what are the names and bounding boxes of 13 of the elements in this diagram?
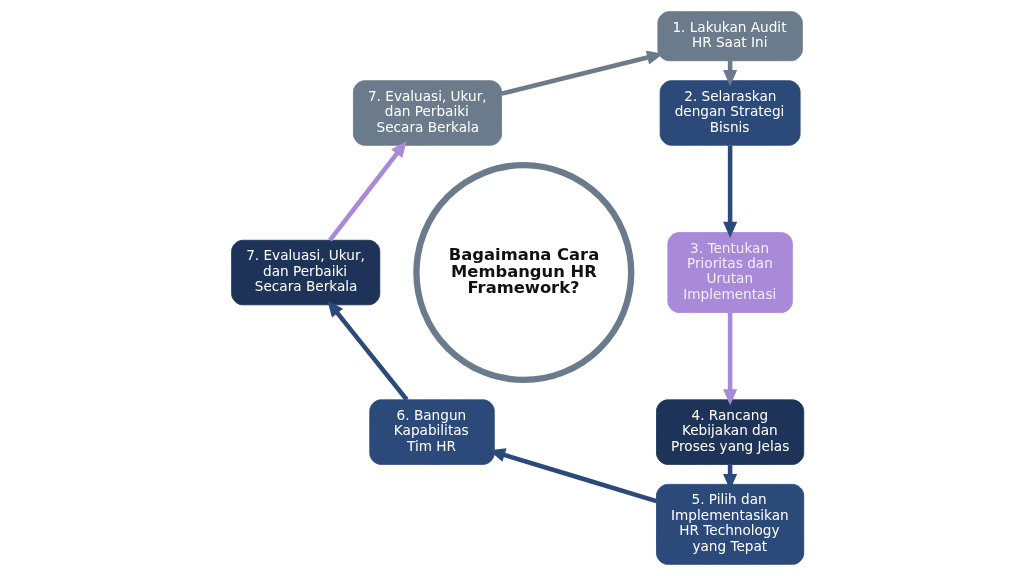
node-box: 7. Evaluasi, Ukur, dan Perbaiki Secara Berkala (231, 239, 381, 306)
node-box: 2. Selaraskan dengan Strategi Bisnis (659, 80, 801, 146)
node-box: 5. Pilih dan Implementasikan HR Technology yang Tepat (656, 483, 805, 565)
node-box: 3. Tentukan Prioritas dan Urutan Implementasi (667, 232, 793, 313)
node-circle: Bagaimana Cara Membangun HR Framework? (413, 161, 635, 384)
node-box: 1. Lakukan Audit HR Saat Ini (657, 11, 803, 62)
node-box: 6. Bangun Kapabilitas Tim HR (369, 399, 495, 465)
arrow (723, 145, 738, 238)
node-box: 4. Rancang Kebijakan dan Proses yang Jelas (656, 399, 805, 465)
arrow (723, 312, 738, 406)
arrow (328, 140, 407, 242)
arrow (327, 300, 409, 402)
node-box: 7. Evaluasi, Ukur, dan Perbaiki Secara Berkala (352, 80, 502, 146)
